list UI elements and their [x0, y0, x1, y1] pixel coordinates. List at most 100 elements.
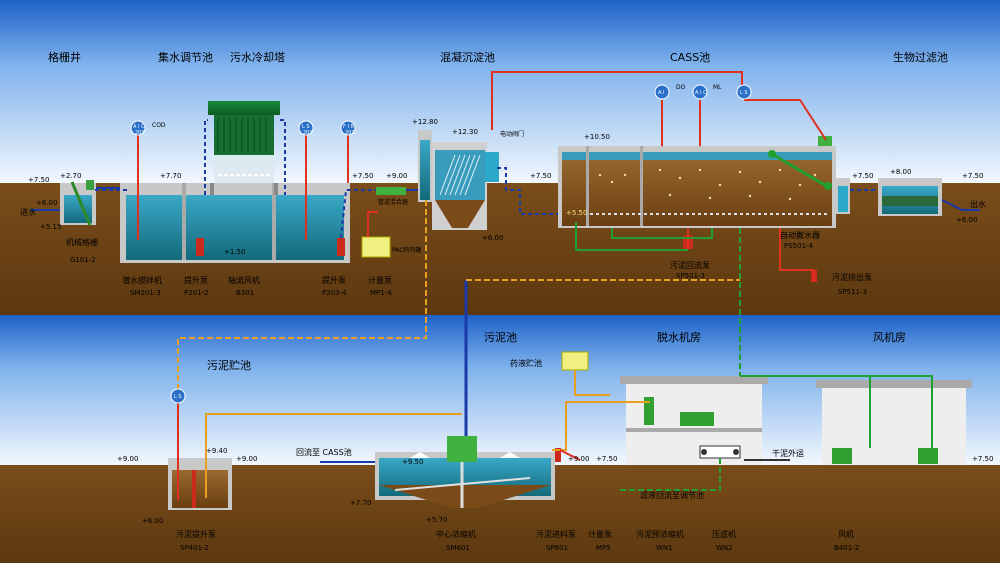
- ai1-label: A I C: [133, 124, 145, 130]
- ai1-tag: COD: [152, 122, 166, 129]
- grid-well-title: 格栅井: [48, 50, 81, 64]
- elev-e25: +5.70: [426, 516, 447, 524]
- elev-e3: +6.00: [36, 199, 57, 207]
- pac-tank-box: [361, 236, 391, 258]
- elev-e19: +9.00: [117, 455, 138, 463]
- lift-pump2-label: 提升泵: [322, 275, 346, 285]
- filter-press-label: 压滤机: [712, 529, 736, 539]
- pam-tank-box: [561, 351, 589, 371]
- mixer-label: 潜水搅拌机: [122, 275, 162, 285]
- elev-e18: +6.00: [956, 216, 977, 224]
- elev-e4: +5.15: [40, 223, 61, 231]
- decanter-label: 自动撇水器: [780, 230, 820, 240]
- ls-sludge-storage-icon: [170, 388, 186, 404]
- axial-fan-code: B301: [236, 289, 254, 297]
- elev-e8: +9.00: [386, 172, 407, 180]
- elev-e10: +12.30: [452, 128, 478, 136]
- belt-thickener-code: WN1: [656, 544, 673, 552]
- elev-e12: +7.50: [530, 172, 551, 180]
- lift-pump1-label: 提升泵: [184, 275, 208, 285]
- sludge-tank-title: 污泥池: [484, 331, 517, 344]
- discharge-pump-label: 污泥排出泵: [832, 272, 872, 282]
- meter-pump-label: 计量泵: [368, 275, 392, 285]
- mech-grid-label: 机械格栅: [66, 237, 98, 247]
- elev-e28: +7.50: [972, 455, 993, 463]
- feed-pump-label: 污泥进料泵: [536, 529, 576, 539]
- ls1-label: L S: [302, 124, 310, 130]
- collection-tank-title: 集水调节池: [158, 50, 213, 64]
- aic2-label: A I C: [695, 90, 707, 96]
- elev-e26: +9.00: [568, 455, 589, 463]
- meter-pump-code: MP1-4: [370, 289, 392, 297]
- elev-e11: +6.00: [482, 234, 503, 242]
- outlet-label: 出水: [970, 199, 986, 209]
- dewater-room: [620, 376, 768, 465]
- blower-room: [816, 380, 972, 465]
- cass-tank-title: CASS池: [670, 51, 710, 64]
- meter-pump2-label: 计量泵: [588, 529, 612, 539]
- cass-tank: [558, 136, 836, 228]
- bio-filter: [836, 178, 942, 216]
- collection-tank: [120, 183, 350, 263]
- aic2-tag: ML: [713, 84, 722, 91]
- thickener: [375, 436, 555, 508]
- ai2-label: A I: [658, 90, 664, 96]
- elev-e5: +7.70: [160, 172, 181, 180]
- static-mixer: [376, 187, 406, 195]
- sludge-lift-code: SP401-2: [180, 544, 209, 552]
- pac-tank-label: PAC药剂罐: [392, 246, 421, 254]
- coag-tank-title: 混凝沉淀池: [440, 50, 495, 64]
- fi1-sub: 201: [345, 130, 355, 136]
- fi1-label: F I R: [343, 124, 355, 130]
- elev-e24: +7.70: [350, 499, 371, 507]
- elev-e22: +6.00: [142, 517, 163, 525]
- return-pump-code: SP501-3: [676, 272, 705, 280]
- discharge-pump-code: SP511-3: [838, 288, 867, 296]
- ai1-sub: 201: [135, 130, 145, 136]
- meter-pump2-code: MP5: [596, 544, 611, 552]
- coag-tank: [418, 130, 499, 230]
- static-mixer-label: 管道混合器: [378, 198, 408, 206]
- elev-e1: +7.50: [28, 176, 49, 184]
- grid-well: [60, 180, 96, 226]
- elev-e23: +9.50: [402, 458, 423, 466]
- feed-pump-icon: [555, 448, 561, 462]
- thickener-label: 中心浓缩机: [436, 529, 476, 539]
- cooling-tower: [208, 101, 280, 195]
- elev-e2: +2.70: [60, 172, 81, 180]
- elev-e9: +12.80: [412, 118, 438, 126]
- mech-grid-code: G101-2: [70, 256, 96, 264]
- lift-pump1-code: P201-2: [184, 289, 209, 297]
- filter-press-code: WN2: [716, 544, 733, 552]
- return-cass-label: 回流至 CASS池: [296, 447, 352, 457]
- blower-code: B401-2: [834, 544, 859, 552]
- filtrate-return-label: 滤液回流至调节池: [640, 490, 704, 500]
- ls3-label: L S: [174, 394, 182, 400]
- inlet-label: 进水: [20, 207, 36, 217]
- thickener-code: SM601: [446, 544, 470, 552]
- elev-e21: +9.00: [236, 455, 257, 463]
- ls2-label: L S: [740, 90, 748, 96]
- elev-e7: +7.50: [352, 172, 373, 180]
- return-pump-label: 污泥回流泵: [670, 260, 710, 270]
- axial-fan-label: 轴流风机: [228, 275, 260, 285]
- feed-pump-code: SP601: [546, 544, 568, 552]
- pam-tank-label: 药液贮池: [510, 358, 542, 368]
- mixer-code: SM201-3: [130, 289, 161, 297]
- sky-top: [0, 0, 1000, 183]
- sludge-storage-title: 污泥贮池: [207, 359, 251, 372]
- ls1-sub: 201: [303, 130, 313, 136]
- elev-e16: +8.00: [890, 168, 911, 176]
- belt-thickener-label: 污泥预浓缩机: [636, 529, 684, 539]
- sludge-out-label: 干泥外运: [772, 448, 804, 458]
- elev-e13: +10.50: [584, 133, 610, 141]
- dewater-room-title: 脱水机房: [657, 330, 701, 344]
- elev-e6: +1.50: [224, 248, 245, 256]
- valve-label: 电动阀门: [500, 130, 524, 138]
- elev-e20: +9.40: [206, 447, 227, 455]
- elev-e17: +7.50: [962, 172, 983, 180]
- pipes-top: [30, 71, 980, 376]
- elev-e15: +7.50: [852, 172, 873, 180]
